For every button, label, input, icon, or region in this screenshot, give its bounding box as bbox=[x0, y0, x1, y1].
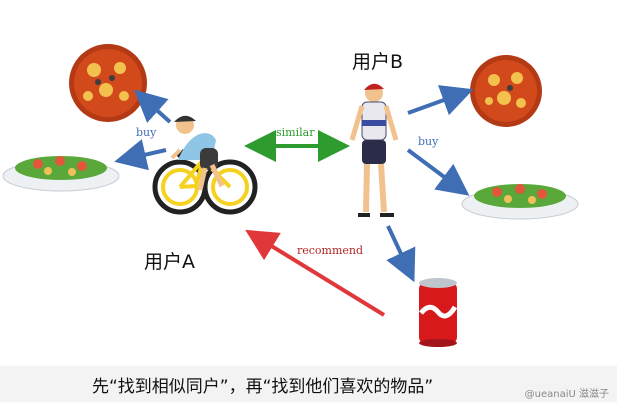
pizza-icon bbox=[69, 44, 147, 122]
pizza-icon bbox=[470, 55, 542, 127]
similar-label: similar bbox=[276, 126, 315, 139]
salad-plate-icon bbox=[2, 156, 120, 192]
user-b-label: 用户B bbox=[352, 51, 404, 73]
recommend-arrow bbox=[245, 229, 386, 317]
standing-cyclist-icon bbox=[349, 83, 399, 217]
buy-arrow bbox=[114, 139, 167, 171]
buy-label: buy bbox=[136, 126, 157, 139]
buy-label: buy bbox=[418, 135, 439, 148]
user-a-label: 用户A bbox=[144, 251, 195, 273]
caption-bar bbox=[0, 366, 617, 402]
salad-plate-icon bbox=[461, 184, 579, 220]
watermark: @ueanaiU 滋滋子 bbox=[524, 389, 609, 400]
soda-can-icon bbox=[419, 278, 458, 347]
buy-arrow bbox=[386, 225, 416, 283]
buy-arrow bbox=[406, 148, 470, 196]
cyclist-icon bbox=[152, 115, 258, 215]
recommend-label: recommend bbox=[297, 244, 363, 257]
buy-arrow bbox=[407, 85, 474, 116]
caption: 先“找到相似同户”，再“找到他们喜欢的物品” bbox=[92, 377, 434, 397]
buy-arrow bbox=[134, 89, 172, 124]
